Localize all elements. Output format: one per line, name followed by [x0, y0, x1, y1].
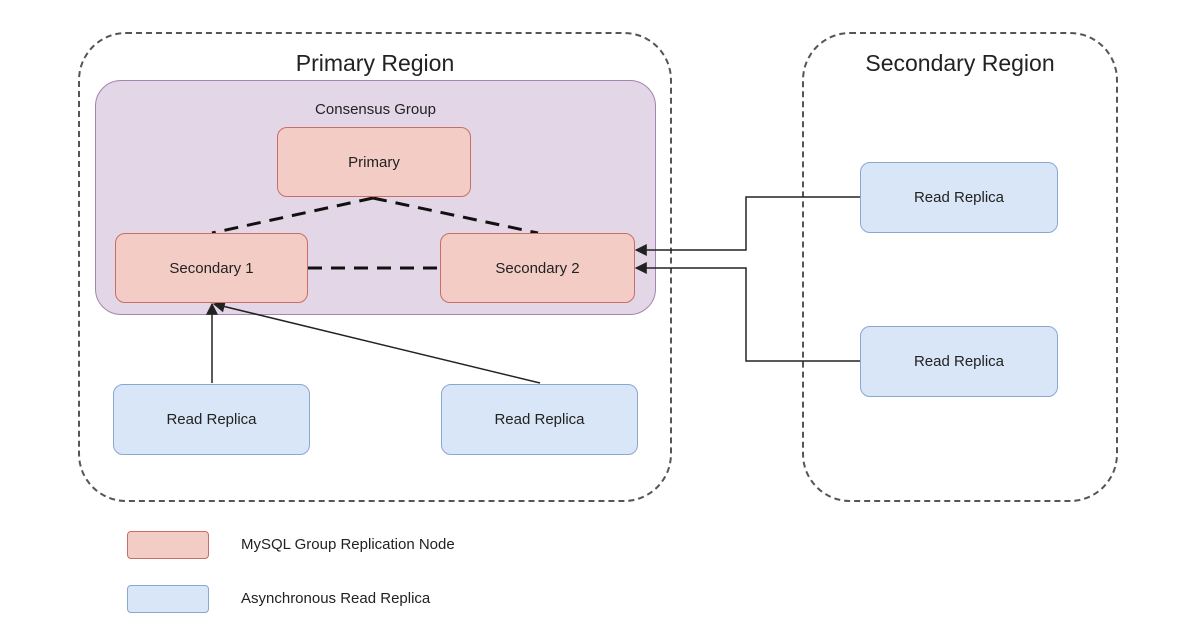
legend-async-replica-swatch	[127, 585, 209, 613]
arrow-secondary-top-replica-to-secondary-2	[634, 196, 860, 256]
link-primary-secondary-2	[372, 196, 539, 235]
arrow-center-replica-to-secondary-1	[212, 300, 541, 384]
link-primary-secondary-1	[211, 196, 374, 235]
read-replica-center: Read Replica	[441, 384, 638, 455]
read-replica-secondary-top: Read Replica	[860, 162, 1058, 233]
secondary-region-title: Secondary Region	[865, 50, 1055, 76]
primary-region-title: Primary Region	[295, 50, 455, 76]
legend-group-replication-label: MySQL Group Replication Node	[241, 536, 455, 553]
primary-node: Primary	[277, 127, 471, 197]
secondary-region: Secondary Region	[802, 32, 1118, 502]
arrow-secondary-bottom-replica-to-secondary-2	[634, 262, 860, 362]
secondary-2-node: Secondary 2	[440, 233, 635, 303]
read-replica-left: Read Replica	[113, 384, 310, 455]
legend-group-replication-swatch	[127, 531, 209, 559]
read-replica-secondary-bottom: Read Replica	[860, 326, 1058, 397]
secondary-1-node: Secondary 1	[115, 233, 308, 303]
consensus-group-title: Consensus Group	[315, 101, 436, 118]
primary-region: Primary Region	[78, 32, 672, 502]
legend-async-replica-label: Asynchronous Read Replica	[241, 590, 431, 607]
